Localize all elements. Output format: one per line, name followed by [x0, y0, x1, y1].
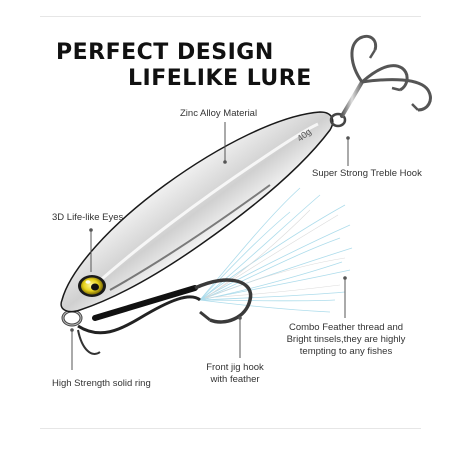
feather-tinsel	[199, 187, 353, 313]
label-zinc-alloy-material: Zinc Alloy Material	[180, 108, 258, 119]
top-divider	[40, 16, 421, 17]
solid-ring	[61, 309, 83, 327]
label-feather-line-1: Combo Feather thread and	[288, 322, 404, 333]
lure-eye	[78, 275, 106, 297]
headline-line-1: PERFECT DESIGN	[56, 40, 274, 65]
label-feather-thread: Combo Feather thread and Bright tinsels,…	[276, 322, 416, 358]
front-jig-hook	[77, 278, 253, 355]
label-jig-line-1: Front jig hook	[206, 362, 264, 373]
label-front-jig-hook: Front jig hook with feather	[190, 362, 280, 386]
callout-leaders	[70, 122, 350, 370]
label-jig-line-2: with feather	[210, 374, 260, 385]
label-3d-eyes: 3D Life-like Eyes	[52, 212, 124, 223]
headline-line-2: LIFELIKE LURE	[128, 66, 312, 91]
label-solid-ring: High Strength solid ring	[52, 378, 151, 389]
label-feather-line-3: tempting to any fishes	[299, 346, 393, 357]
label-treble-hook: Super Strong Treble Hook	[312, 168, 422, 179]
bottom-divider	[40, 428, 421, 429]
label-feather-line-2: Bright tinsels,they are highly	[286, 334, 406, 345]
lure-body: 40g	[60, 111, 334, 313]
treble-hook	[329, 34, 432, 128]
